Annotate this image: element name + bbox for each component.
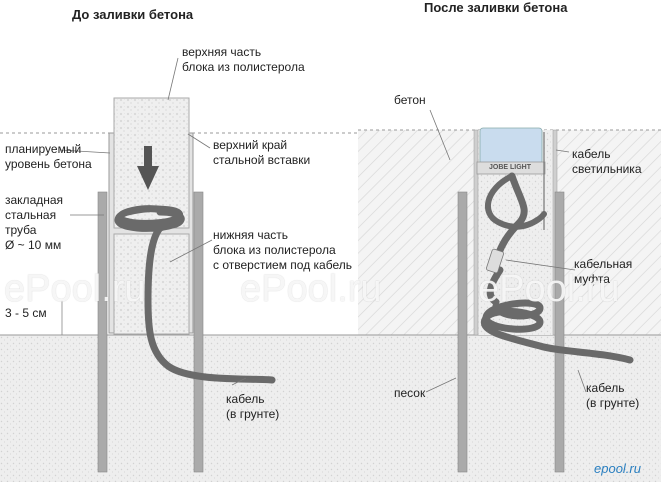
site-logo: epool.ru bbox=[594, 461, 641, 476]
lamp-brand-label: JOBE LIGHT bbox=[489, 164, 532, 171]
right-cable-lower bbox=[486, 266, 504, 306]
left-pipe-left bbox=[97, 191, 108, 473]
left-ground bbox=[0, 335, 358, 482]
label-lower-block: нижняя часть блока из полистерола с отве… bbox=[213, 228, 352, 272]
watermark-2: ePool.ru bbox=[240, 268, 382, 310]
right-cable bbox=[480, 172, 634, 364]
right-pipe-right bbox=[554, 191, 565, 473]
label-left-cable-ground: кабель (в грунте) bbox=[226, 392, 280, 421]
right-cable-loop bbox=[485, 173, 547, 230]
label-upper-block: верхняя часть блока из полистерола bbox=[182, 45, 305, 74]
left-panel bbox=[0, 57, 358, 482]
watermark-1: ePool.ru bbox=[4, 268, 146, 310]
right-pipe-left bbox=[457, 191, 468, 473]
title-after: После заливки бетона bbox=[424, 0, 568, 15]
down-arrow-icon bbox=[137, 146, 159, 190]
lamp-body bbox=[479, 127, 543, 165]
label-sand: песок bbox=[394, 386, 426, 400]
left-cable bbox=[114, 205, 276, 384]
left-leader-lines bbox=[59, 57, 247, 386]
label-depth: 3 - 5 см bbox=[5, 306, 47, 320]
watermark-3: ePool.ru bbox=[478, 268, 620, 310]
left-cable-coil bbox=[119, 205, 183, 226]
left-pipe-right bbox=[193, 191, 204, 473]
cable-coupling bbox=[486, 248, 504, 274]
label-upper-edge: верхний край стальной вставки bbox=[213, 138, 311, 167]
label-cable-coupling: кабельная муфта bbox=[574, 257, 633, 286]
right-panel bbox=[358, 109, 661, 482]
title-before: До заливки бетона bbox=[72, 7, 194, 22]
right-leader-lines bbox=[425, 109, 587, 393]
right-insert-left-wall bbox=[473, 129, 479, 336]
label-right-cable-ground: кабель (в грунте) bbox=[586, 381, 640, 410]
label-embedded-pipe: закладная стальная труба Ø ~ 10 мм bbox=[5, 193, 64, 252]
label-concrete: бетон bbox=[394, 93, 426, 107]
label-planned-level: планируемый уровень бетона bbox=[5, 142, 92, 171]
label-lamp-cable: кабель светильника bbox=[572, 147, 642, 176]
